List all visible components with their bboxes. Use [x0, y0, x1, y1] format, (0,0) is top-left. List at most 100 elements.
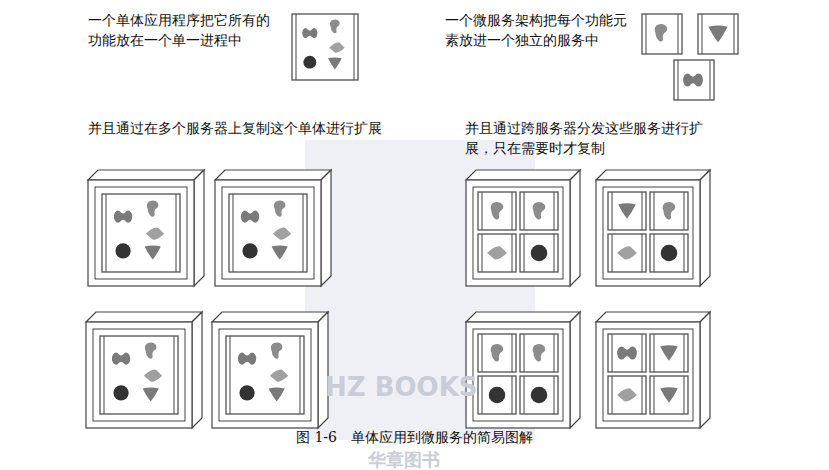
service-box [478, 334, 516, 372]
stroke [702, 14, 703, 54]
stroke [303, 194, 304, 272]
stroke [354, 14, 355, 80]
stroke [654, 192, 655, 230]
description-text: 并且通过跨服务器分发这些服务进行扩展，只在需要时才复制 [465, 118, 715, 158]
stroke [93, 329, 185, 421]
stroke [642, 192, 643, 230]
service-box [698, 14, 738, 54]
service-box [608, 334, 646, 372]
stroke [482, 234, 483, 272]
stroke [612, 234, 613, 272]
blob-shape [663, 202, 676, 220]
watermark: HZ BOOKS [325, 372, 478, 402]
circle-shape [489, 387, 506, 404]
stroke [524, 334, 525, 372]
watermark: 华章图书 [368, 448, 440, 470]
tri-shape [145, 245, 161, 259]
blob-shape [655, 24, 668, 42]
service-box [520, 234, 558, 272]
stroke [512, 234, 513, 272]
blob-shape [271, 342, 283, 358]
stroke [654, 234, 655, 272]
blob-shape [533, 202, 546, 220]
stroke [554, 234, 555, 272]
circle-shape [239, 385, 254, 400]
stroke [512, 376, 513, 414]
description-text: 并且通过在多个服务器上复制这个单体进行扩展 [88, 118, 388, 138]
server-top [86, 312, 202, 322]
service-box [478, 376, 516, 414]
stroke [554, 192, 555, 230]
service-box [478, 192, 516, 230]
stroke [473, 329, 563, 421]
stroke [603, 187, 693, 279]
server-front [88, 180, 194, 286]
blob-shape [330, 19, 340, 33]
leaf-shape [270, 370, 288, 382]
tri-shape [618, 203, 636, 218]
stroke [654, 376, 655, 414]
stroke [482, 376, 483, 414]
server-front [596, 180, 700, 286]
server-top [596, 312, 710, 322]
stroke [734, 14, 735, 54]
service-box [229, 194, 307, 272]
server-side [318, 312, 328, 428]
leaf-shape [144, 370, 162, 382]
leaf-shape [617, 246, 637, 259]
blob-shape [145, 342, 157, 358]
description-text: 一个微服务架构把每个功能元素放进一个独立的服务中 [445, 10, 635, 50]
server-top [466, 312, 580, 322]
leaf-shape [487, 246, 507, 259]
service-box [102, 194, 180, 272]
stroke [554, 376, 555, 414]
server-top [466, 170, 580, 180]
server-side [192, 312, 202, 428]
stroke [684, 334, 685, 372]
stroke [524, 234, 525, 272]
service-box [642, 14, 682, 54]
server-side [321, 170, 331, 286]
stroke [174, 336, 175, 414]
leaf-shape [617, 388, 637, 401]
stroke [473, 187, 563, 279]
server-front [212, 322, 318, 428]
stroke [678, 14, 679, 54]
tri-shape [660, 387, 678, 402]
server-front [466, 322, 570, 428]
service-box [608, 376, 646, 414]
stroke [524, 192, 525, 230]
stroke [678, 60, 679, 100]
server-front [596, 322, 700, 428]
blob-shape [274, 200, 286, 216]
stroke [554, 334, 555, 372]
stroke [684, 234, 685, 272]
bone-shape [114, 211, 132, 223]
service-box [650, 192, 688, 230]
server-side [700, 312, 710, 428]
tri-shape [143, 387, 159, 401]
tri-shape [269, 387, 285, 401]
service-box [478, 234, 516, 272]
bone-shape [112, 353, 130, 365]
stroke [104, 336, 105, 414]
stroke [230, 336, 231, 414]
leaf-shape [146, 228, 164, 240]
tri-shape [708, 26, 727, 43]
blob-shape [147, 200, 159, 216]
server-top [88, 170, 204, 180]
service-box [650, 234, 688, 272]
stroke [612, 334, 613, 372]
circle-shape [242, 243, 257, 258]
stroke [482, 334, 483, 372]
stroke [684, 376, 685, 414]
service-box [520, 376, 558, 414]
bone-shape [241, 211, 259, 223]
leaf-shape [273, 228, 291, 240]
stroke [524, 376, 525, 414]
circle-shape [661, 245, 678, 262]
server-front [466, 180, 570, 286]
service-box [292, 14, 358, 80]
tri-shape [272, 245, 288, 259]
service-box [608, 234, 646, 272]
